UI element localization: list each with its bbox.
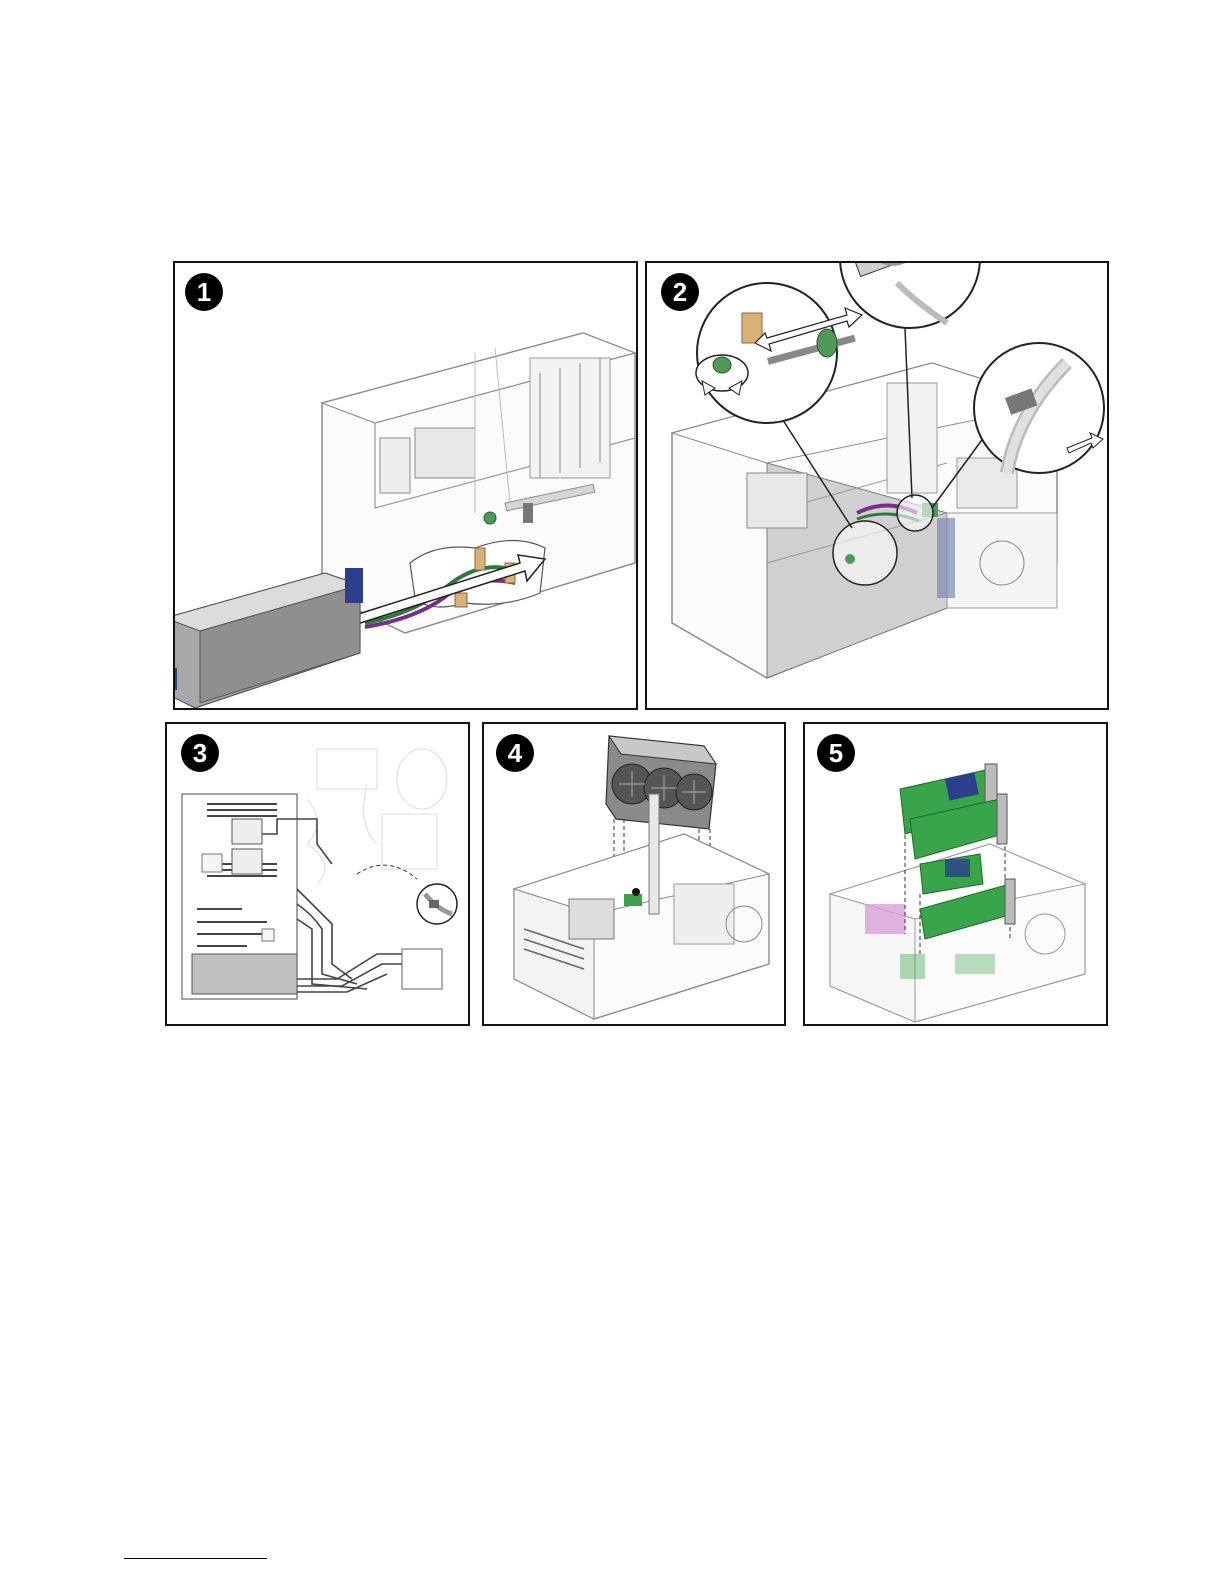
step-4-illustration <box>484 724 786 1026</box>
step-5-panel: 5 <box>803 722 1108 1026</box>
step-2-badge: 2 <box>661 273 699 311</box>
step-1-badge: 1 <box>185 273 223 311</box>
rotate-arrow-icon <box>696 355 748 395</box>
step-3-panel: 3 <box>165 722 470 1026</box>
step-2-panel: 2 <box>645 261 1109 710</box>
step-4-badge: 4 <box>496 734 534 772</box>
step-3-illustration <box>167 724 470 1026</box>
step-3-badge: 3 <box>181 734 219 772</box>
footnote-rule <box>124 1558 267 1559</box>
step-5-illustration <box>805 724 1108 1026</box>
step-2-illustration <box>647 263 1109 710</box>
step-4-panel: 4 <box>482 722 786 1026</box>
step-1-panel: 1 <box>173 261 638 710</box>
step-1-illustration <box>175 263 638 710</box>
step-5-badge: 5 <box>817 734 855 772</box>
